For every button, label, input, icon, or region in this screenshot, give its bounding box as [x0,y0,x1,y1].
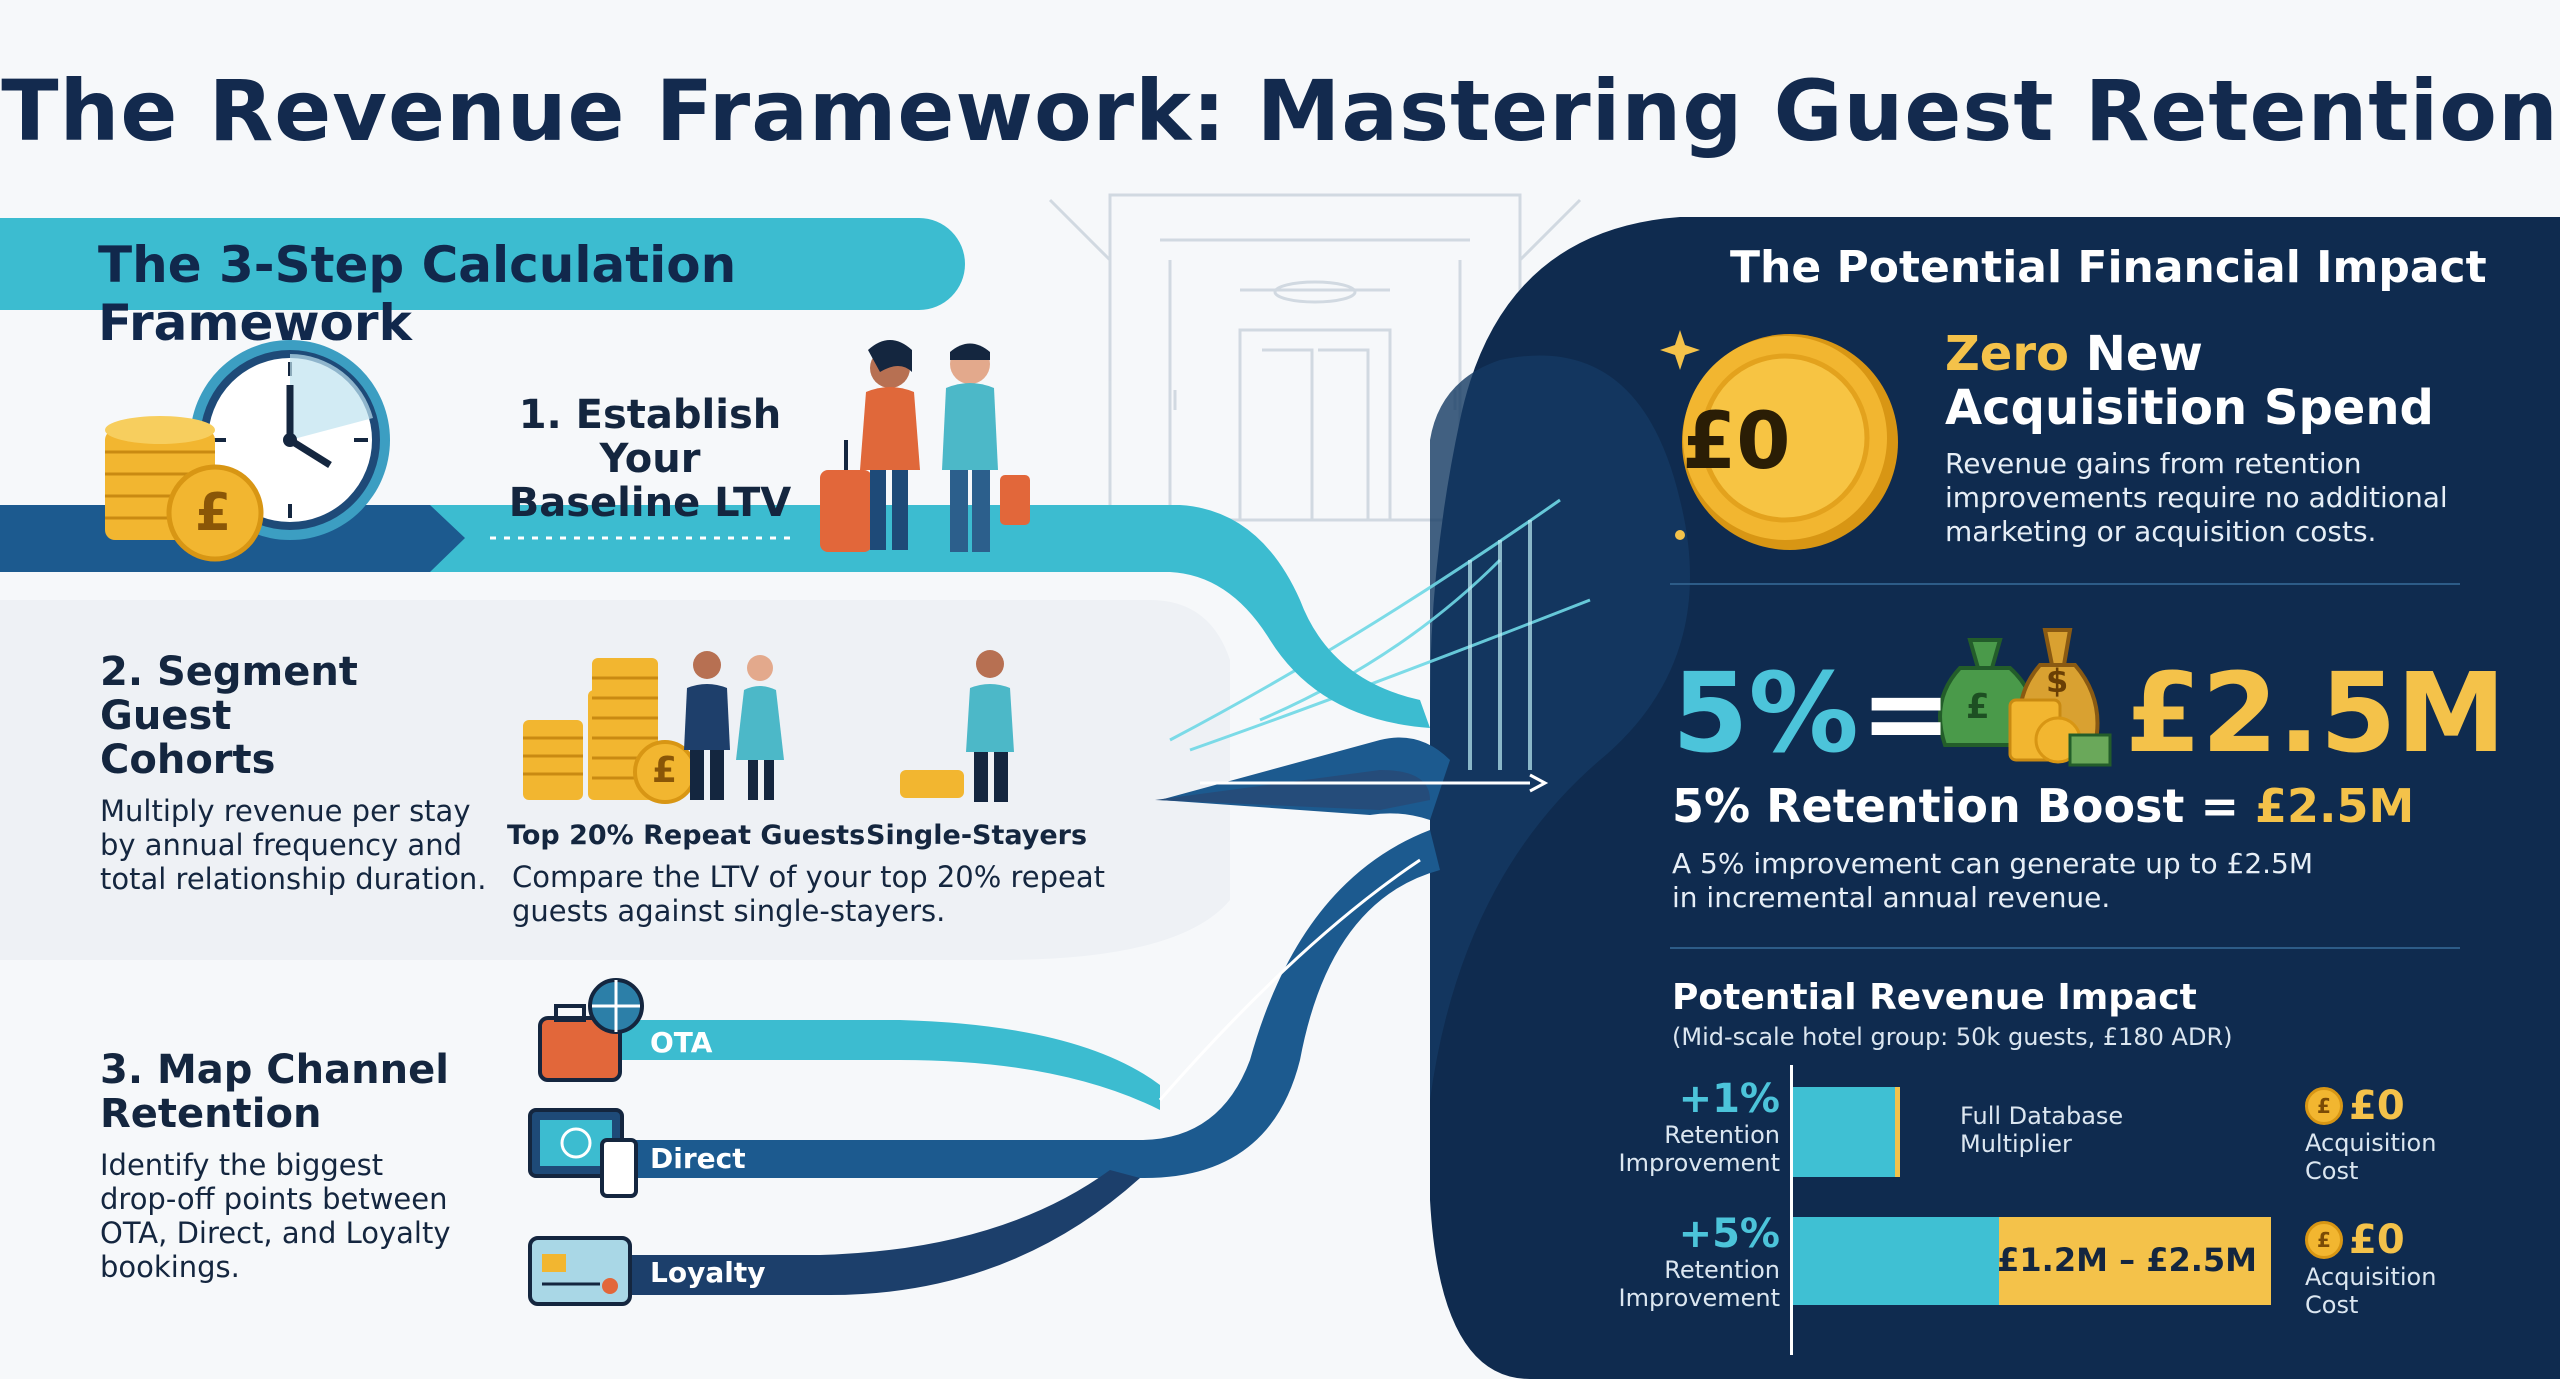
boost-value: £2.5M [2255,779,2415,833]
computer-icon [528,1108,638,1198]
step2-title-line2: Cohorts [100,737,276,783]
row1-label: +1% Retention Improvement [1590,1077,1780,1177]
row2-label: +5% Retention Improvement [1590,1212,1780,1312]
sparkle-icon [1660,330,1700,540]
impact-axis [1790,1065,1793,1355]
row1-bar [1793,1087,1900,1177]
step3-title-line1: 3. Map Channel [100,1047,449,1093]
page-title: The Revenue Framework: Mastering Guest R… [1,62,2559,160]
row1-label-line2: Improvement [1618,1149,1780,1177]
couple-illustration [684,651,784,800]
row1-bar-gold [1895,1087,1900,1177]
step1-title-line2: Baseline LTV [508,480,792,526]
step3-desc-line1: Identify the biggest [100,1148,384,1182]
step2-desc-line2: by annual frequency and [100,828,462,862]
step3-block: 3. Map Channel Retention Identify the bi… [100,1048,500,1284]
zero-desc-line3: marketing or acquisition costs. [1945,515,2377,548]
loyalty-card-icon [528,1236,632,1306]
row2-pct: +5% [1678,1211,1780,1257]
row1-pct: +1% [1678,1076,1780,1122]
big-percent: 5% [1672,649,1859,777]
row1-bar-text-line1: Full Database [1960,1102,2124,1130]
impact-title: Potential Revenue Impact [1672,977,2197,1018]
channel-label-ota: OTA [650,1026,713,1059]
row2-bar-gold [1999,1217,2271,1305]
row2-label-line2: Improvement [1618,1284,1780,1312]
zero-coin-label: £0 [1682,397,1791,487]
row2-cost-line1: Acquisition [2305,1263,2437,1291]
row1-cost-coin-icon: £ [2305,1087,2343,1125]
row2-cost: £ £0 Acquisition Cost [2305,1217,2436,1319]
row2-cost-line2: Cost [2305,1291,2359,1319]
coin-pound-glyph-small: £ [652,750,678,791]
row1-cost-line2: Cost [2305,1157,2359,1185]
step2-desc-line1: Multiply revenue per stay [100,794,471,828]
big-value: £2.5M [2125,649,2506,777]
row1-cost-value: £0 [2349,1083,2405,1129]
money-bags-icon [1938,628,2112,767]
coin-stack-icon [105,416,264,562]
framework-banner-label: The 3-Step Calculation Framework [98,236,737,352]
compare-line2: guests against single-stayers. [512,894,946,928]
step3-title-line2: Retention [100,1091,322,1137]
framework-banner: The 3-Step Calculation Framework [0,218,965,352]
single-stayer-illustration [900,650,1014,802]
zero-accent: Zero [1945,326,2070,382]
row2-bar: £1.2M – £2.5M [1793,1217,2271,1305]
row2-bar-value: £1.2M – £2.5M [1997,1241,2257,1279]
boost-label: 5% Retention Boost = [1672,779,2255,833]
step3-desc-line2: drop-off points between [100,1182,448,1216]
divider-1 [1670,583,2460,585]
row1-bar-text: Full Database Multiplier [1960,1102,2123,1158]
step2-compare-text: Compare the LTV of your top 20% repeat g… [512,860,1105,928]
step1-title: 1. Establish Your Baseline LTV [485,393,815,525]
coin-pound-glyph: £ [195,483,232,543]
channel-label-loyalty: Loyalty [650,1256,766,1289]
row1-bar-text-line2: Multiplier [1960,1130,2072,1158]
step1-title-line1: 1. Establish Your [518,392,782,482]
zero-desc-line1: Revenue gains from retention [1945,447,2362,480]
zero-title-line2: Acquisition Spend [1945,380,2434,436]
boost-desc-line1: A 5% improvement can generate up to £2.5… [1672,847,2314,880]
zero-title-rest: New [2085,326,2203,382]
boost-line: 5% Retention Boost = £2.5M [1672,779,2414,833]
step3-desc-line3: OTA, Direct, and Loyalty [100,1216,451,1250]
coin-stacks-repeat-icon [523,658,697,804]
bag-pound-glyph: £ [1966,687,1990,727]
row1-cost: £ £0 Acquisition Cost [2305,1083,2436,1185]
financial-impact-panel: The Potential Financial Impact £0 Zero N… [1430,217,2560,1379]
gold-coin-large-icon [1682,334,1898,550]
step2-title-line1: 2. Segment Guest [100,649,358,739]
zero-acquisition-title: Zero New Acquisition Spend Revenue gains… [1945,327,2448,549]
row2-bar-teal [1793,1217,1999,1305]
boost-desc: A 5% improvement can generate up to £2.5… [1672,847,2313,915]
row1-label-line1: Retention [1664,1121,1780,1149]
row2-cost-coin-icon: £ [2305,1221,2343,1259]
travelers-illustration [820,340,1030,552]
compare-line1: Compare the LTV of your top 20% repeat [512,860,1106,894]
bag-dollar-glyph: $ [2046,662,2068,700]
step3-desc-line4: bookings. [100,1250,240,1284]
row2-label-line1: Retention [1664,1256,1780,1284]
step2-desc-line3: total relationship duration. [100,862,487,896]
boost-desc-line2: in incremental annual revenue. [1672,881,2111,914]
channel-label-direct: Direct [650,1142,746,1175]
zero-desc-line2: improvements require no additional [1945,481,2448,514]
caption-single-stayers: Single-Stayers [866,820,1088,851]
row2-cost-value: £0 [2349,1217,2405,1263]
row1-cost-line1: Acquisition [2305,1129,2437,1157]
suitcase-globe-icon [538,978,644,1082]
impact-subtitle: (Mid-scale hotel group: 50k guests, £180… [1672,1023,2233,1051]
step2-block: 2. Segment Guest Cohorts Multiply revenu… [100,650,500,896]
big-equals: = [1860,649,1953,777]
divider-2 [1670,947,2460,949]
impact-heading: The Potential Financial Impact [1730,242,2487,293]
caption-top-repeat-guests: Top 20% Repeat Guests [507,820,866,851]
row1-bar-teal [1793,1087,1895,1177]
